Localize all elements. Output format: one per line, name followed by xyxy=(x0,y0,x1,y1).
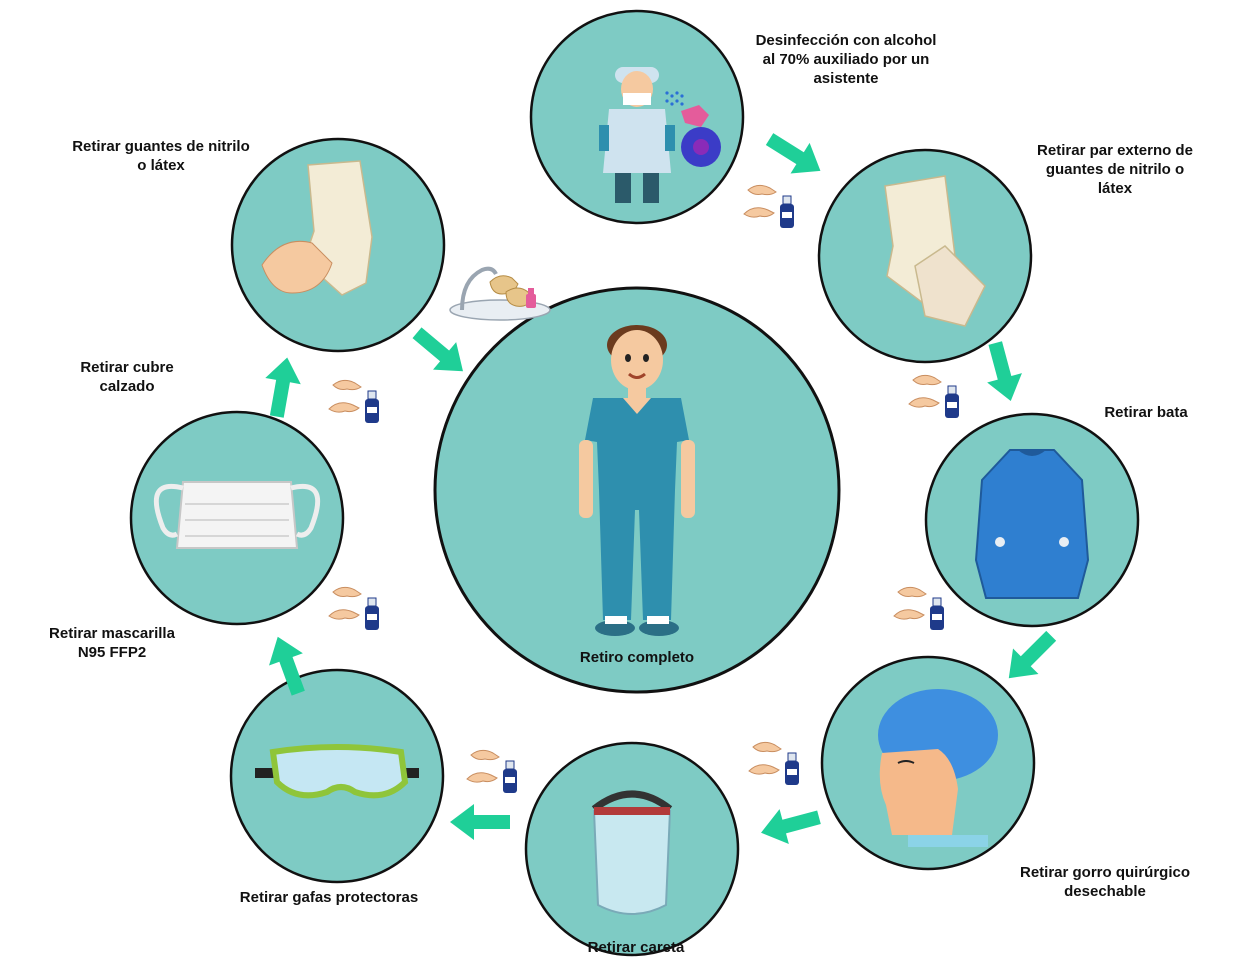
flow-arrow-7 xyxy=(265,357,301,418)
step-label-gown: Retirar bata xyxy=(1104,404,1188,421)
outer-gloves-icon xyxy=(884,175,986,327)
step-label-shoe-cover: Retirar cubre calzado xyxy=(80,359,174,395)
step-circle-4 xyxy=(820,655,1036,871)
step-label-gloves: Retirar guantes de nitrilo o látex xyxy=(72,138,250,174)
flow-arrow-2 xyxy=(987,341,1022,401)
step-circle-6 xyxy=(229,668,445,884)
step-circle-1 xyxy=(529,9,745,225)
step-circle-3 xyxy=(924,412,1140,628)
hand-sanitizer-icon xyxy=(328,586,380,631)
flow-arrow-8 xyxy=(412,327,463,372)
flow-arrow-4 xyxy=(761,809,821,844)
step-label-face-shield: Retirar careta xyxy=(587,939,685,956)
center-label: Retiro completo xyxy=(579,649,695,666)
hand-sanitizer-icon xyxy=(893,586,945,631)
healthcare-worker-scrubs-icon xyxy=(579,325,695,636)
step-label-mask: Retirar mascarilla N95 FFP2 xyxy=(49,625,175,661)
step-circle-2 xyxy=(817,148,1033,364)
hand-sanitizer-icon xyxy=(328,379,380,424)
center-circle-group xyxy=(433,286,841,694)
step-label-goggles: Retirar gafas protectoras xyxy=(239,889,419,906)
flow-arrow-5 xyxy=(450,804,510,840)
flow-arrow-6 xyxy=(269,636,305,696)
hand-sanitizer-icon xyxy=(748,741,800,786)
mask-icon xyxy=(153,481,321,549)
flow-arrow-3 xyxy=(1008,630,1057,679)
hand-washing-sink-icon xyxy=(449,266,551,321)
hand-sanitizer-icon xyxy=(466,749,518,794)
step-label-disinfection: Desinfección con alcohol al 70% auxiliad… xyxy=(755,32,937,87)
surgical-cap-icon xyxy=(878,689,998,847)
gown-icon xyxy=(974,449,1090,599)
flow-arrow-1 xyxy=(765,133,821,174)
hand-sanitizer-icon xyxy=(743,184,795,229)
step-circle-5 xyxy=(524,741,740,957)
step-circles xyxy=(129,9,1140,957)
gloves-icon xyxy=(261,160,373,296)
step-circle-9 xyxy=(230,137,446,353)
step-label-outer-gloves: Retirar par externo de guantes de nitril… xyxy=(1037,142,1193,197)
disinfection-spray-icon xyxy=(599,67,721,203)
flow-arrows xyxy=(265,133,1057,844)
hand-sanitizer-icon xyxy=(908,374,960,419)
step-label-cap: Retirar gorro quirúrgico desechable xyxy=(1019,864,1191,900)
goggles-icon xyxy=(255,744,419,799)
step-circle-7 xyxy=(129,410,345,626)
face-shield-icon xyxy=(591,790,673,915)
